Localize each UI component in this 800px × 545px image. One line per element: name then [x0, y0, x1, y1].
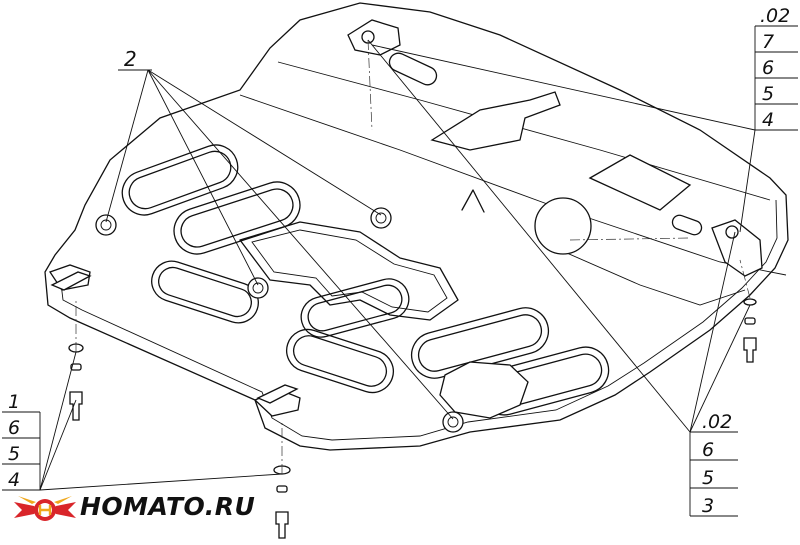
- center-rib-inner: [251, 229, 448, 313]
- bracket-tab-right: [711, 219, 763, 277]
- callout-item: 4: [762, 109, 774, 131]
- rib-fold-mid: [559, 249, 746, 306]
- fastener-stack-bottom: [273, 465, 291, 539]
- edge-tab: [50, 271, 92, 291]
- fastener-stack-left: [68, 343, 84, 421]
- mount-hole: [725, 225, 739, 239]
- callout-item: 6: [762, 57, 774, 79]
- callout-top-right: .02 7 6 5 4: [754, 5, 798, 131]
- slot: [417, 314, 543, 372]
- flange-line: [59, 199, 778, 441]
- fastener-stack-right: [743, 298, 757, 363]
- mount-hole: [447, 416, 459, 428]
- slot: [121, 144, 239, 216]
- spring-washer: [744, 317, 756, 325]
- slot: [300, 278, 410, 338]
- callout-item: 7: [762, 31, 774, 53]
- callout-bottom-left: 1 6 5 4: [2, 391, 41, 491]
- slot: [173, 181, 301, 255]
- callout-bottom-right: .02 6 5 3: [689, 411, 738, 517]
- access-hole: [534, 197, 592, 255]
- spring-washer: [70, 363, 82, 371]
- callout-top-left: 2: [118, 47, 152, 71]
- slot: [128, 150, 232, 210]
- mount-holes: [95, 30, 739, 433]
- slot: [286, 328, 394, 394]
- callout-item: 4: [8, 469, 20, 491]
- slot: [292, 335, 388, 387]
- leaders-part-2: [105, 69, 454, 420]
- oval-hole: [388, 52, 438, 86]
- mount-hole: [247, 277, 269, 299]
- skid-plate-outline: [44, 2, 789, 451]
- callout-item: 5: [762, 83, 774, 105]
- callout-item: .02: [702, 411, 732, 433]
- callout-item: 5: [702, 467, 714, 489]
- service-hatch: [430, 91, 561, 151]
- brand-logo: HOMATO.RU: [12, 488, 255, 532]
- centerline: [739, 259, 751, 299]
- mount-hole: [370, 207, 392, 229]
- slot: [180, 188, 294, 248]
- oval-hole-right: [671, 214, 703, 236]
- callout-item: .02: [760, 5, 790, 27]
- leaders-top-right: [371, 44, 756, 233]
- callout-item: 6: [8, 417, 20, 439]
- washer: [743, 298, 757, 306]
- slot: [307, 284, 403, 332]
- centerline: [569, 237, 691, 241]
- slot: [158, 266, 252, 318]
- vent-cutout: [588, 154, 692, 211]
- callout-item: 3: [702, 495, 714, 517]
- centerline: [367, 39, 373, 131]
- mount-hole: [375, 212, 387, 224]
- mount-hole: [95, 214, 117, 236]
- callout-item: 1: [8, 391, 20, 413]
- center-rib: [239, 221, 459, 321]
- bolt: [275, 511, 289, 539]
- spring-washer: [276, 485, 288, 493]
- wings-logo-icon: [14, 496, 76, 521]
- drain-plate: [439, 361, 529, 419]
- direction-arrow: [461, 189, 485, 213]
- mount-hole: [252, 282, 264, 294]
- callout-label: 2: [124, 47, 137, 71]
- brand-name: HOMATO.RU: [80, 492, 256, 521]
- bolt: [69, 391, 83, 421]
- mount-hole: [100, 219, 112, 231]
- leaders-bottom-left: [39, 351, 283, 491]
- slot: [151, 260, 259, 324]
- bolt: [743, 337, 757, 363]
- callout-item: 5: [8, 443, 20, 465]
- mount-hole: [442, 411, 464, 433]
- callout-item: 6: [702, 439, 714, 461]
- leaders-bottom-right: [367, 39, 751, 433]
- edge-tab: [256, 384, 299, 404]
